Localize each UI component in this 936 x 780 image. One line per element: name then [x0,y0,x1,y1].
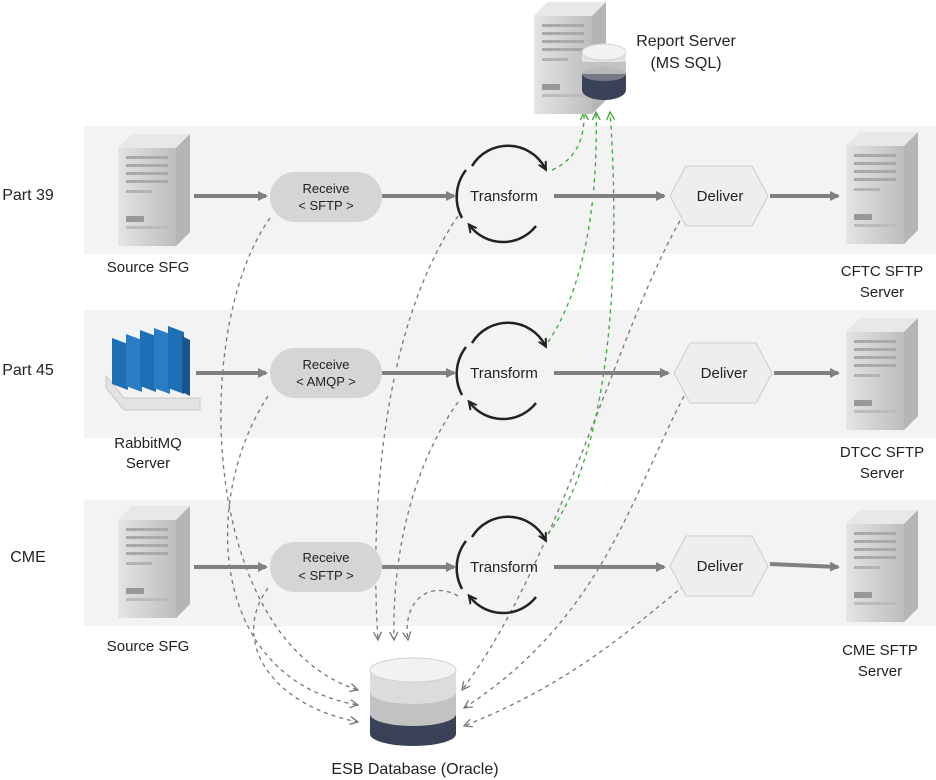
target-server-icon [846,510,918,622]
transform-cycle-icon [455,515,545,615]
report-links [547,112,614,535]
target-label-2: Server [860,284,904,301]
receive-label: Receive [303,357,350,372]
source-label-2: Server [126,455,170,472]
deliver-node [669,535,769,597]
row-label-part39: Part 39 [2,187,54,204]
row-band-cme [84,500,936,626]
transform-cycle-icon [455,321,545,421]
target-server-icon [846,132,918,244]
row-label-cme: CME [10,549,46,566]
db-links [220,213,685,726]
deliver-node [669,165,769,227]
deliver-label: Deliver [701,365,748,382]
source-server-icon [118,134,190,246]
report-server-icon [534,2,627,114]
source-label-1: RabbitMQ [114,435,182,452]
receive-node [270,348,382,398]
source-label: Source SFG [107,259,190,276]
row-label-part45: Part 45 [2,362,54,379]
source-server-icon [118,506,190,618]
transform-label: Transform [470,188,538,205]
receive-protocol: < SFTP > [298,568,353,583]
flow-arrow [769,561,840,572]
transform-label: Transform [470,365,538,382]
esb-database-icon [369,657,457,746]
rabbitmq-queue-icon [105,326,201,411]
receive-protocol: < SFTP > [298,198,353,213]
receive-label: Receive [303,181,350,196]
target-label-2: Server [860,465,904,482]
row-band-part39 [84,126,936,254]
receive-protocol: < AMQP > [296,374,356,389]
target-server-icon [846,318,918,430]
target-label-1: CME SFTP [842,642,918,659]
source-label: Source SFG [107,638,190,655]
transform-cycle-icon [455,144,545,244]
transform-label: Transform [470,559,538,576]
target-label-2: Server [858,663,902,680]
report-server-label-1: Report Server [636,33,736,50]
receive-label: Receive [303,550,350,565]
esb-database-label: ESB Database (Oracle) [331,761,498,778]
target-label-1: CFTC SFTP [841,263,924,280]
deliver-label: Deliver [697,558,744,575]
receive-node [270,172,382,222]
receive-node [270,542,382,592]
report-server-label-2: (MS SQL) [650,55,721,72]
target-label-1: DTCC SFTP [840,444,924,461]
deliver-label: Deliver [697,188,744,205]
deliver-node [673,342,773,404]
